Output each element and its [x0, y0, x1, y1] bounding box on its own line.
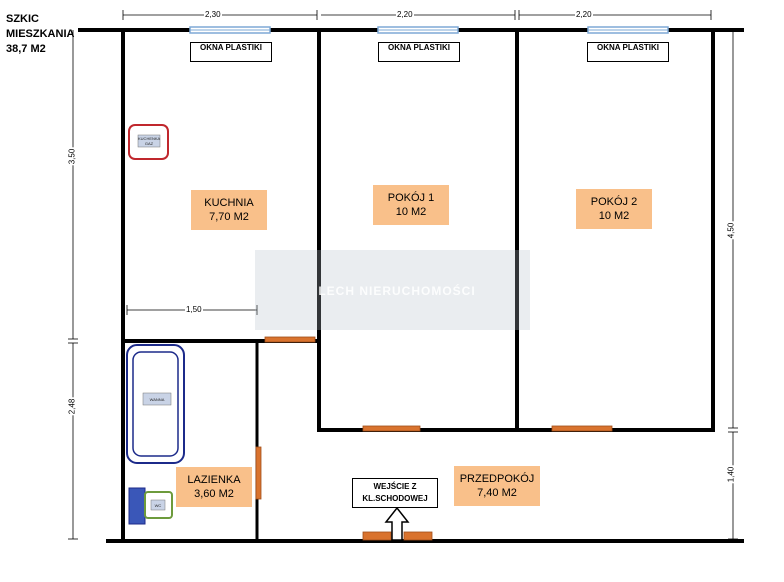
room-label-bathroom: LAZIENKA 3,60 M2: [176, 467, 252, 507]
windows-marks: [189, 26, 669, 34]
room-label-hall: PRZEDPOKÓJ 7,40 M2: [454, 466, 540, 506]
room-name: LAZIENKA: [187, 474, 241, 486]
room-name: PRZEDPOKÓJ: [459, 473, 535, 485]
room-name: POKÓJ 2: [590, 196, 638, 208]
dim-top-3: 2,20: [575, 10, 593, 19]
dim-top-2: 2,20: [396, 10, 414, 19]
watermark-text: LECH NIERUCHOMOŚCI: [318, 284, 476, 298]
title-area: 38,7 M2: [6, 43, 46, 55]
room-area: 3,60 M2: [194, 488, 234, 500]
title-line-2: MIESZKANIA: [6, 28, 75, 40]
door-entrance-right: [403, 531, 433, 541]
wc-tank-icon: [128, 487, 146, 525]
wc-label: WC: [154, 503, 162, 508]
bathtub-label: WANNA: [149, 397, 165, 402]
room-area: 10 M2: [395, 206, 427, 218]
room-label-room1: POKÓJ 1 10 M2: [373, 185, 449, 225]
dim-top-1: 2,30: [204, 10, 222, 19]
door-entrance-left: [362, 531, 392, 541]
room-area: 7,70 M2: [209, 211, 249, 223]
stove-label: KUCHENKA GAZ: [138, 136, 161, 146]
window-label-3: OKNA PLASTIKI: [587, 42, 669, 62]
dim-right-lower: 1,40: [726, 465, 736, 484]
room-label-kitchen: KUCHNIA 7,70 M2: [191, 190, 267, 230]
doors: [255, 336, 613, 541]
window-label-1: OKNA PLASTIKI: [190, 42, 272, 62]
entrance-line-2: KL.SCHODOWEJ: [362, 494, 428, 503]
plan-title: SZKIC MIESZKANIA 38,7 M2: [6, 12, 74, 57]
title-line-1: SZKIC: [6, 13, 39, 25]
room-name: POKÓJ 1: [387, 192, 435, 204]
entrance-line-1: WEJŚCIE Z: [373, 482, 417, 491]
dim-left-upper: 3,50: [67, 147, 77, 166]
door-room1: [362, 425, 421, 432]
watermark-band: [255, 250, 530, 330]
room-area: 7,40 M2: [477, 487, 517, 499]
room-label-room2: POKÓJ 2 10 M2: [576, 189, 652, 229]
dim-left-lower: 2,48: [67, 397, 77, 416]
dim-right-upper: 4,50: [726, 221, 736, 240]
fixtures: [126, 124, 185, 525]
entrance-label: WEJŚCIE Z KL.SCHODOWEJ: [352, 478, 438, 508]
room-name: KUCHNIA: [204, 197, 254, 209]
dim-kitchen-width: 1,50: [185, 305, 203, 314]
entrance-arrow-icon: [384, 506, 410, 541]
door-bathroom: [255, 446, 262, 500]
door-kitchen: [264, 336, 316, 343]
door-room2: [551, 425, 613, 432]
window-label-2: OKNA PLASTIKI: [378, 42, 460, 62]
room-area: 10 M2: [598, 210, 630, 222]
